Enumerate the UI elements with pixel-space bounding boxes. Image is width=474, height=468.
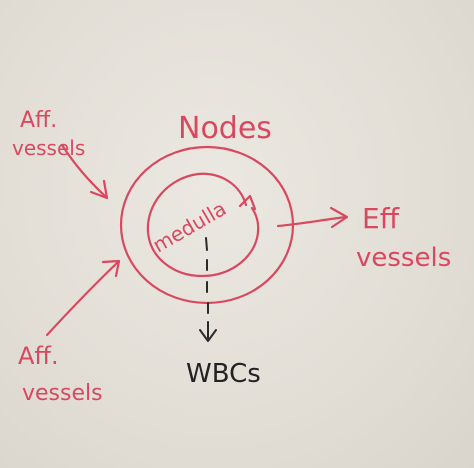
aff-bottom-label-line2: vessels (22, 381, 103, 406)
wbcs-label: WBCs (186, 359, 261, 389)
medulla-circle (146, 172, 260, 278)
medulla-label: medulla (149, 196, 231, 257)
aff-bottom-arrowhead (101, 259, 121, 278)
nodes-title: Nodes (178, 111, 272, 146)
aff-top-arrow-line (60, 143, 108, 199)
aff-bottom-label-line1: Aff. (18, 342, 59, 370)
eff-label-line2: vessels (356, 243, 451, 273)
aff-top-label-line1: Aff. (20, 108, 57, 133)
eff-arrow-line (276, 215, 348, 228)
aff-top-label-line2: vessels (12, 136, 85, 160)
aff-bottom-arrow-line (45, 260, 120, 337)
wbc-arrowhead (199, 329, 217, 342)
wbc-dash-1 (205, 237, 208, 251)
medulla-arrowhead (238, 194, 257, 211)
eff-arrowhead (329, 206, 349, 229)
eff-label-line1: Eff (362, 202, 400, 235)
aff-top-arrowhead (89, 179, 109, 200)
